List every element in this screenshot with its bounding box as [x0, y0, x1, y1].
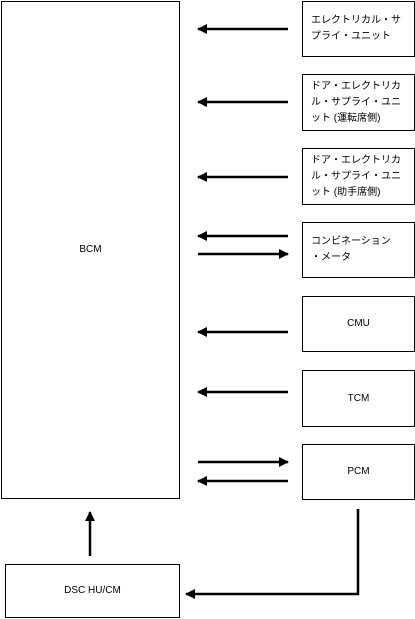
- pcm-box: PCM: [302, 444, 415, 500]
- electrical-supply-unit-label: エレクトリカル・サ プライ・ユニット: [311, 15, 401, 42]
- cmu-box: CMU: [302, 296, 415, 352]
- pcm-label: PCM: [347, 466, 370, 477]
- door-electrical-supply-unit-passenger-label: ドア・エレクトリカ ル・サプライ・ユニ ット (助手席側): [311, 154, 401, 198]
- tcm-label: TCM: [347, 392, 370, 404]
- cmu-label: CMU: [347, 318, 370, 329]
- door-electrical-supply-unit-passenger-box: ドア・エレクトリカ ル・サプライ・ユニ ット (助手席側): [302, 148, 415, 205]
- bcm-box: BCM: [1, 1, 180, 499]
- dsc-hu-cm-box: DSC HU/CM: [5, 564, 180, 618]
- arrow-pcm-to-dsc: [185, 509, 360, 599]
- bcm-label: BCM: [79, 244, 102, 255]
- combination-meter-box: コンビネーション ・メータ: [302, 222, 415, 278]
- tcm-box: TCM: [302, 370, 415, 427]
- dsc-hu-cm-label: DSC HU/CM: [64, 585, 121, 596]
- door-electrical-supply-unit-driver-box: ドア・エレクトリカ ル・サプライ・ユニ ット (運転席側): [302, 74, 415, 131]
- electrical-supply-unit-box: エレクトリカル・サ プライ・ユニット: [302, 1, 415, 57]
- door-electrical-supply-unit-driver-label: ドア・エレクトリカ ル・サプライ・ユニ ット (運転席側): [311, 80, 401, 124]
- combination-meter-label: コンビネーション ・メータ: [311, 236, 391, 263]
